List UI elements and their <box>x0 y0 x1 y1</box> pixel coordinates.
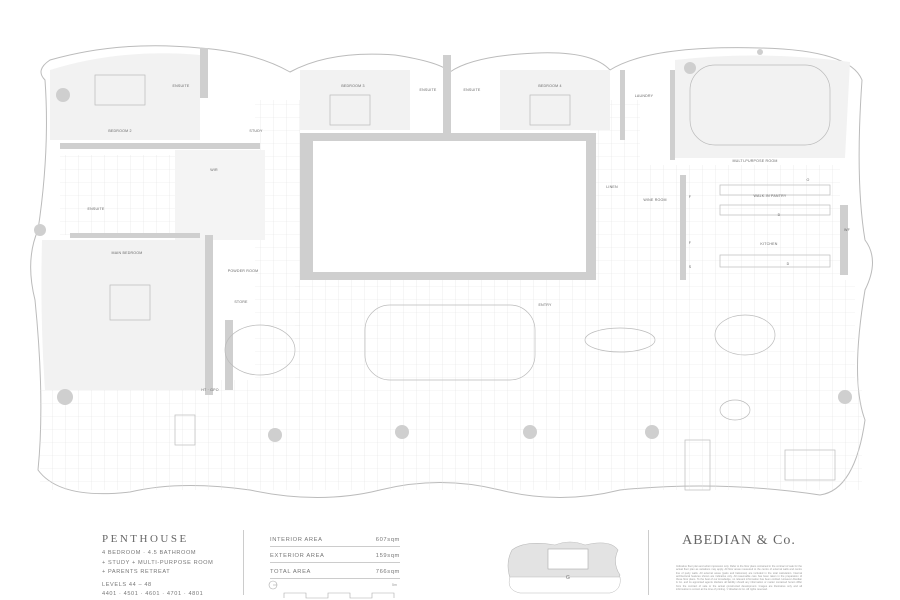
room-label-laundry: LAUNDRY <box>635 94 654 98</box>
room-label-wf: WF <box>844 228 851 232</box>
label-f: F <box>689 241 692 245</box>
label-d: D <box>787 262 790 266</box>
room-label-main-bedroom: MAIN BEDROOM <box>112 251 143 255</box>
area-label: INTERIOR AREA <box>270 537 323 543</box>
unit-title: PENTHOUSE <box>102 533 189 545</box>
room-label-study: STUDY <box>249 129 263 133</box>
divider <box>648 530 649 595</box>
disclaimer: Indicative floor plan and artist impress… <box>676 565 802 592</box>
room-label-store: STORE <box>234 300 248 304</box>
unit-info: PENTHOUSE 4 BEDROOM · 4.5 BATHROOM + STU… <box>102 533 213 600</box>
area-value: 766sqm <box>375 569 400 575</box>
central-void <box>313 141 586 272</box>
floor-plan: ENSUITE BEDROOM 2 STUDY BEDROOM 3 ENSUIT… <box>30 45 873 498</box>
room-label-bedroom-2: BEDROOM 2 <box>108 129 131 133</box>
room-label-ensuite-main: ENSUITE <box>88 207 105 211</box>
area-value: 159sqm <box>375 553 400 559</box>
room-label-wine-room: WINE ROOM <box>643 198 666 202</box>
area-row: TOTAL AREA 766sqm <box>270 567 400 579</box>
label-d: D <box>778 213 781 217</box>
room-label-ensuite: ENSUITE <box>464 88 481 92</box>
brand-logo: ABEDIAN & Co. <box>682 533 796 548</box>
room-label-entry: ENTRY <box>538 303 552 307</box>
room-label-powder-room: POWDER ROOM <box>228 269 259 273</box>
area-label: TOTAL AREA <box>270 569 312 575</box>
key-plan: G <box>507 541 621 594</box>
label-s: S <box>689 265 692 269</box>
divider <box>243 530 244 595</box>
label-o: O <box>807 178 810 182</box>
room-label-wir: WIR <box>210 168 218 172</box>
room-label-ensuite: ENSUITE <box>420 88 437 92</box>
unit-numbers: 4401 · 4501 · 4601 · 4701 · 4801 <box>102 591 204 597</box>
room-label-bedroom-3: BEDROOM 3 <box>341 84 364 88</box>
unit-desc-2: + STUDY + MULTI-PURPOSE ROOM <box>102 559 214 566</box>
unit-desc-3: + PARENTS RETREAT <box>102 569 171 575</box>
area-row: INTERIOR AREA 607sqm <box>270 535 400 547</box>
scale-bar: 5m <box>268 580 397 599</box>
scale-label: 5m <box>392 583 397 587</box>
area-value: 607sqm <box>375 537 400 543</box>
room-label-multi-purpose: MULTI-PURPOSE ROOM <box>732 159 777 163</box>
unit-desc-1: 4 BEDROOM · 4.5 BATHROOM <box>102 550 197 556</box>
room-label-bedroom-4: BEDROOM 4 <box>538 84 561 88</box>
room-label-walk-in-pantry: WALK-IN PANTRY <box>754 194 787 198</box>
label-ht-gpo: HT · GPO <box>201 388 219 392</box>
room-label-ensuite: ENSUITE <box>173 84 190 88</box>
area-label: EXTERIOR AREA <box>270 553 325 559</box>
room-label-linen: LINEN <box>606 185 618 189</box>
unit-levels: LEVELS 44 – 48 <box>102 581 152 588</box>
room-label-kitchen: KITCHEN <box>760 242 777 246</box>
area-row: EXTERIOR AREA 159sqm <box>270 551 400 563</box>
label-f: F <box>689 195 692 199</box>
key-plan-label: G <box>566 575 570 581</box>
